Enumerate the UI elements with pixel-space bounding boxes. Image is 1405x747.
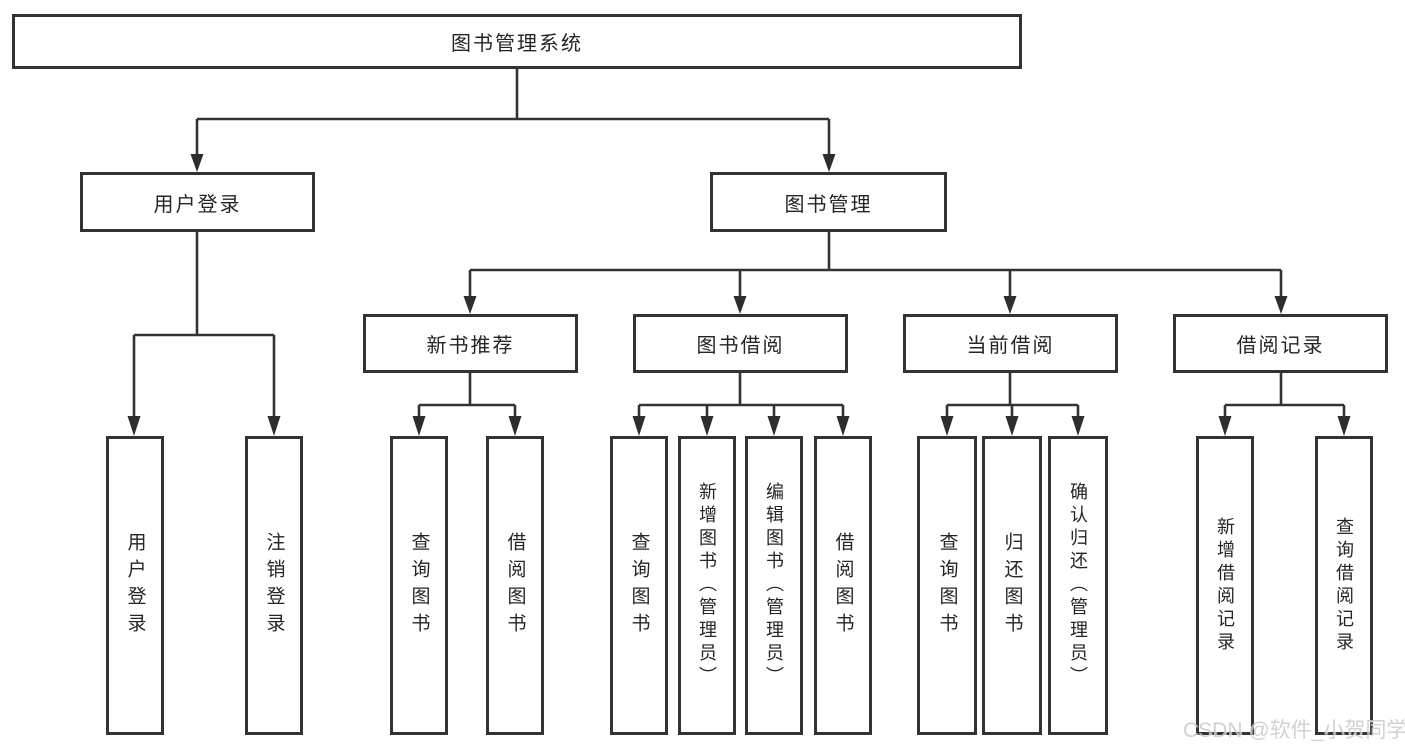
leaf-borrow-add-books-admin: 新增图书（管理员） xyxy=(678,436,736,735)
node-user-login: 用户登录 xyxy=(80,172,315,232)
node-library-management-system: 图书管理系统 xyxy=(12,14,1022,69)
leaf-records-query-record: 查询借阅记录 xyxy=(1315,436,1373,735)
node-borrow-records: 借阅记录 xyxy=(1173,314,1388,373)
leaf-borrow-edit-books-admin: 编辑图书（管理员） xyxy=(745,436,803,735)
leaf-borrow-borrow-books: 借阅图书 xyxy=(814,436,872,735)
leaf-current-return-books: 归还图书 xyxy=(982,436,1042,735)
leaf-logout: 注销登录 xyxy=(245,436,303,735)
node-new-book-recommend: 新书推荐 xyxy=(363,314,578,373)
leaf-user-login: 用户登录 xyxy=(106,436,164,735)
node-book-management: 图书管理 xyxy=(710,172,947,232)
csdn-watermark: CSDN @软件_小贺同学 xyxy=(1183,719,1405,742)
leaf-records-add-record: 新增借阅记录 xyxy=(1196,436,1254,735)
node-book-borrow: 图书借阅 xyxy=(633,314,848,373)
node-current-borrow: 当前借阅 xyxy=(903,314,1118,373)
leaf-borrow-query-books: 查询图书 xyxy=(610,436,668,735)
leaf-recommend-query-books: 查询图书 xyxy=(390,436,448,735)
leaf-recommend-borrow-books: 借阅图书 xyxy=(486,436,544,735)
leaf-current-query-books: 查询图书 xyxy=(917,436,977,735)
leaf-current-confirm-return-admin: 确认归还（管理员） xyxy=(1048,436,1108,735)
